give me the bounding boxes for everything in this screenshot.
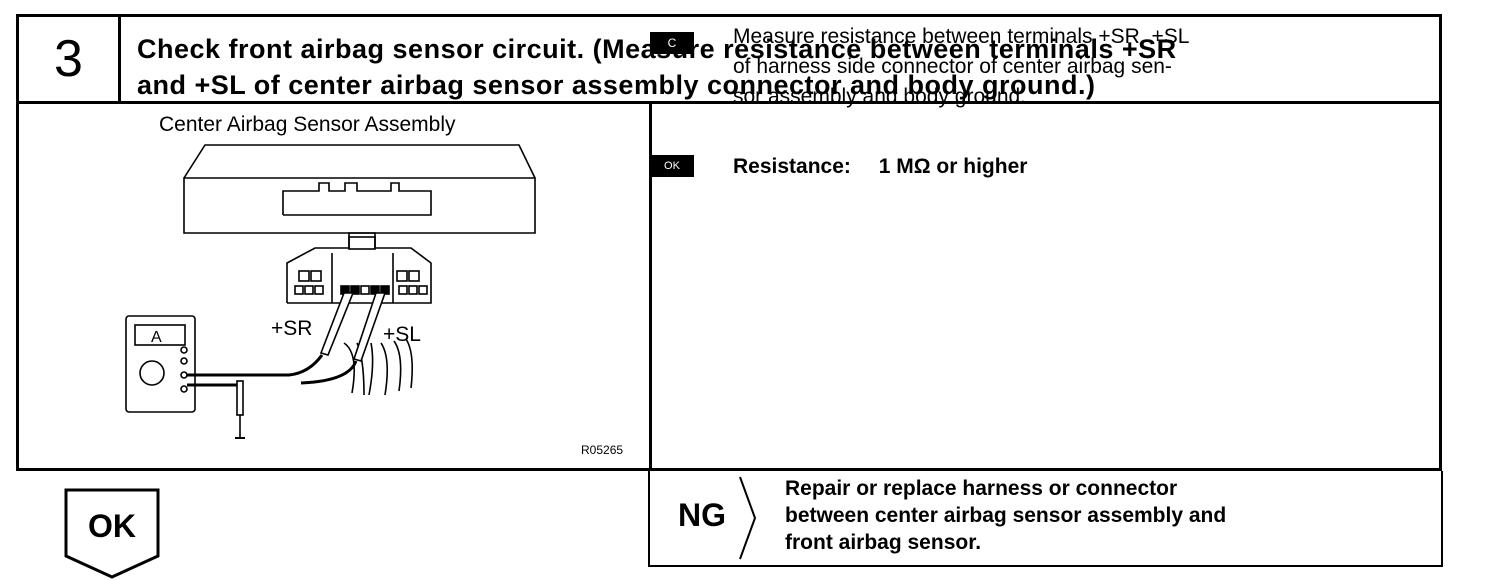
ng-remedy: Repair or replace harness or connector b…	[785, 475, 1425, 556]
multimeter-drawing: A	[125, 315, 245, 439]
ng-remedy-line-1: Repair or replace harness or connector	[785, 477, 1178, 500]
sensor-illustration: A +SR +SL	[125, 144, 536, 439]
spec-label: Resistance:	[733, 155, 851, 178]
step-body: A +SR +SL Center Airbag Sensor Assembly …	[16, 103, 1442, 471]
probe-drawing	[243, 292, 387, 385]
svg-text:A: A	[151, 329, 162, 346]
figure-title: Center Airbag Sensor Assembly	[159, 113, 456, 136]
ng-remedy-line-3: front airbag sensor.	[785, 531, 982, 554]
connector-drawing	[286, 232, 432, 396]
chevron-right-icon	[739, 476, 757, 560]
ok-arrow-icon	[64, 488, 160, 579]
spec-value: 1 MΩ or higher	[878, 155, 1028, 178]
instruction-line-2: of harness side connector of center airb…	[733, 55, 1172, 78]
instruction-line-1: Measure resistance between terminals +SR…	[733, 25, 1190, 48]
instruction-line-3: sor assembly and body ground.	[733, 85, 1027, 108]
terminal-sl-label: +SL	[383, 323, 421, 346]
ng-result-box: NG Repair or replace harness or connecto…	[648, 471, 1443, 567]
ok-result-label: OK	[88, 508, 136, 544]
figure-code: R05265	[581, 443, 624, 457]
sensor-assembly-drawing	[183, 144, 536, 234]
step-number: 3	[19, 17, 121, 101]
ng-remedy-line-2: between center airbag sensor assembly an…	[785, 504, 1227, 527]
c-badge: C	[650, 32, 694, 54]
terminal-sr-label: +SR	[271, 317, 312, 340]
ng-result-label: NG	[678, 497, 726, 533]
procedure-instruction: Measure resistance between terminals +SR…	[733, 22, 1403, 112]
resistance-spec: Resistance: 1 MΩ or higher	[733, 155, 1027, 179]
step-title-line-2: and +SL of center airbag sensor assembly…	[137, 70, 1096, 100]
ok-badge: OK	[650, 155, 694, 177]
column-divider	[649, 103, 652, 468]
